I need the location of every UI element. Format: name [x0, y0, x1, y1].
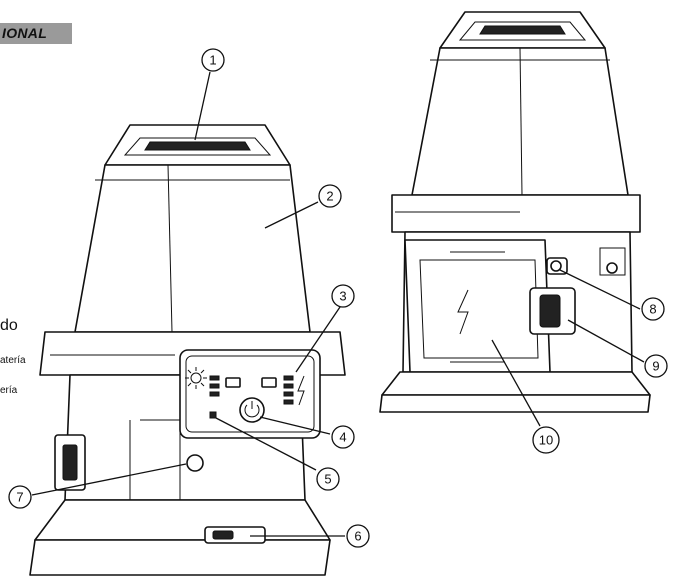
callout-3: 3	[331, 284, 355, 308]
callout-7: 7	[8, 485, 32, 509]
svg-text:10: 10	[539, 433, 553, 448]
side-text-line-1: do	[0, 317, 18, 334]
callout-8: 8	[641, 297, 665, 321]
svg-text:4: 4	[339, 430, 346, 445]
callout-4: 4	[331, 425, 355, 449]
leader-8	[559, 269, 641, 310]
leader-10	[491, 339, 541, 427]
left-device	[29, 124, 346, 576]
callout-9: 9	[644, 354, 668, 378]
side-text-line-2: atería	[0, 355, 26, 366]
lightning-bolt-icon	[457, 289, 469, 335]
sun-icon	[185, 367, 207, 389]
leader-1	[194, 71, 211, 141]
callout-5: 5	[316, 467, 340, 491]
section-banner: IONAL	[0, 23, 72, 44]
svg-text:3: 3	[339, 289, 346, 304]
svg-text:9: 9	[652, 359, 659, 374]
leader-3	[295, 306, 341, 373]
svg-text:1: 1	[209, 53, 216, 68]
svg-text:5: 5	[324, 472, 331, 487]
svg-text:2: 2	[326, 189, 333, 204]
svg-text:6: 6	[354, 529, 361, 544]
leader-9	[567, 319, 645, 363]
callout-1: 1	[201, 48, 225, 72]
svg-text:7: 7	[16, 490, 23, 505]
leader-2	[264, 201, 319, 229]
side-text-line-3: ería	[0, 385, 18, 396]
callout-10: 10	[532, 426, 560, 454]
leader-5	[215, 417, 317, 471]
lightning-bolt-icon	[297, 375, 305, 406]
callout-2: 2	[318, 184, 342, 208]
leader-4	[259, 416, 331, 435]
power-icon	[239, 397, 265, 423]
leader-7	[31, 463, 187, 496]
right-device	[379, 11, 651, 413]
svg-text:8: 8	[649, 302, 656, 317]
callout-6: 6	[346, 524, 370, 548]
